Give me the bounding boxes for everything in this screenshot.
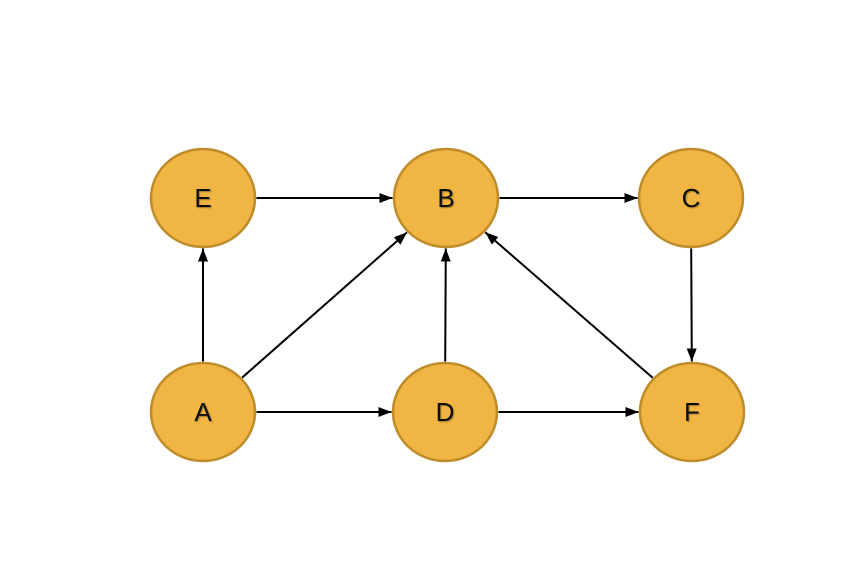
edge-C-F bbox=[686, 248, 697, 362]
node-circle-C[interactable] bbox=[637, 147, 745, 249]
edge-F-B bbox=[484, 231, 654, 379]
node-A[interactable]: A bbox=[149, 361, 257, 463]
node-circle-D[interactable] bbox=[391, 361, 499, 463]
node-circle-E[interactable] bbox=[149, 147, 257, 249]
node-C[interactable]: C bbox=[637, 147, 745, 249]
node-D[interactable]: D bbox=[391, 361, 499, 463]
node-circle-F[interactable] bbox=[638, 361, 746, 463]
node-E[interactable]: E bbox=[149, 147, 257, 249]
edge-D-B bbox=[440, 248, 451, 362]
node-F[interactable]: F bbox=[638, 361, 746, 463]
node-circle-A[interactable] bbox=[149, 361, 257, 463]
node-circle-B[interactable] bbox=[392, 147, 500, 249]
edge-A-B bbox=[241, 231, 408, 379]
node-B[interactable]: B bbox=[392, 147, 500, 249]
